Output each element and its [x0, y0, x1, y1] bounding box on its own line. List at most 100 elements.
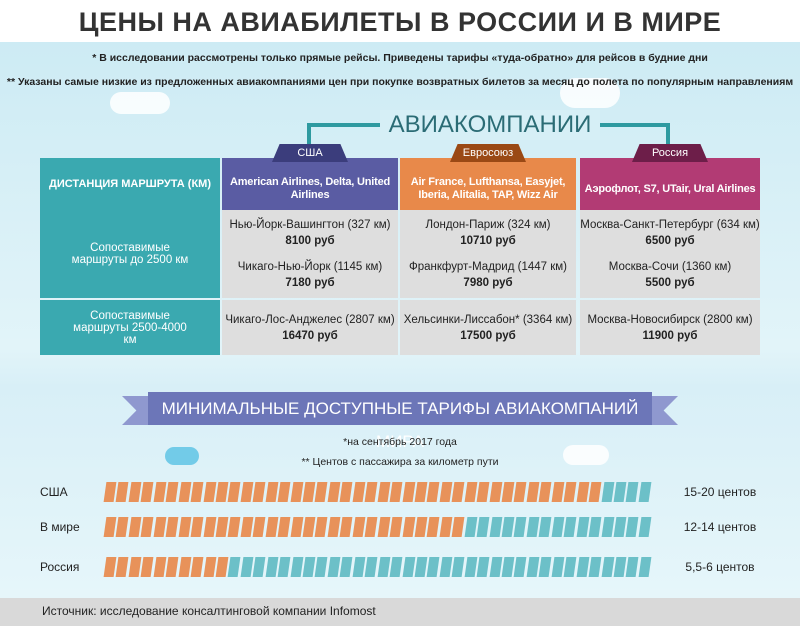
bar-segment-filled — [103, 482, 117, 502]
bar-segment-filled — [426, 517, 441, 537]
bar-segment-filled — [190, 557, 204, 577]
source-footer: Источник: исследование консалтинговой ко… — [0, 598, 800, 626]
bar-segment-filled — [128, 517, 142, 537]
airlines-heading: АВИАКОМПАНИИ — [380, 110, 600, 140]
bar-label: В мире — [40, 520, 80, 534]
bar-segment-empty — [464, 517, 478, 537]
bar-label: США — [40, 485, 68, 499]
bar-segment-filled — [364, 482, 379, 502]
bar-segment-filled — [464, 482, 478, 502]
routes-short-cell: Нью-Йорк-Вашингтон (327 км)8100 руб Чика… — [222, 210, 398, 298]
bar-segment-filled — [451, 517, 466, 537]
bar-segment-empty — [290, 557, 304, 577]
bar-segment-filled — [165, 517, 180, 537]
bar-segment-empty — [625, 482, 640, 502]
bar-segment-empty — [638, 517, 652, 537]
chart-title-ribbon: МИНИМАЛЬНЫЕ ДОСТУПНЫЕ ТАРИФЫ АВИАКОМПАНИ… — [148, 392, 652, 451]
bar-segment-filled — [178, 557, 192, 577]
bar-segment-empty — [576, 557, 590, 577]
bar-segment-filled — [165, 482, 180, 502]
bar-segment-filled — [315, 482, 329, 502]
route: Москва-Новосибирск (2800 км) — [587, 313, 753, 326]
bar-segment-empty — [563, 557, 578, 577]
bar-segment-empty — [613, 482, 627, 502]
bar-segment-empty — [464, 557, 478, 577]
bar-segment-empty — [315, 557, 329, 577]
bar-segment-filled — [402, 482, 416, 502]
bar-segment-filled — [215, 517, 229, 537]
bar-segment-filled — [265, 517, 279, 537]
bar-segment-empty — [576, 517, 590, 537]
route: Франкфурт-Мадрид (1447 км) — [408, 261, 568, 273]
bar-segment-empty — [613, 517, 627, 537]
note-2: ** Указаны самые низкие из предложенных … — [6, 76, 794, 88]
bar-segment-filled — [153, 482, 167, 502]
bar-segment-filled — [103, 557, 117, 577]
bar-segment-empty — [601, 557, 615, 577]
bar-segment-empty — [240, 557, 254, 577]
bar-segment-empty — [638, 557, 652, 577]
bar-segment-filled — [377, 482, 391, 502]
bar-segment-empty — [601, 517, 615, 537]
bar-segment-empty — [227, 557, 242, 577]
bar-segment-filled — [165, 557, 180, 577]
distance-header: ДИСТАНЦИЯ МАРШРУТА (КМ) — [40, 158, 220, 210]
cloud-icon — [560, 78, 620, 108]
bar-segment-filled — [588, 482, 602, 502]
route: Чикаго-Лос-Анджелес (2807 км) — [225, 313, 395, 326]
bar-segment-filled — [252, 482, 267, 502]
bar-segment-filled — [277, 482, 291, 502]
bar-segment-empty — [252, 557, 267, 577]
bar-segment-filled — [451, 482, 466, 502]
bar-segment-empty — [389, 557, 403, 577]
bar-segment-empty — [514, 557, 528, 577]
bar-segment-empty — [377, 557, 391, 577]
routes-short-cell: Лондон-Париж (324 км)10710 руб Франкфурт… — [400, 210, 576, 298]
price: 6500 руб — [645, 235, 695, 247]
bar-segment-filled — [426, 482, 441, 502]
bar-segment-filled — [116, 517, 130, 537]
bar-segment-empty — [414, 557, 428, 577]
bar-segment-filled — [203, 517, 217, 537]
bar-segment-filled — [315, 517, 329, 537]
airlines-header: Аэрофлот, S7, UTair, Ural Airlines — [580, 158, 760, 210]
bar-segment-filled — [227, 482, 242, 502]
price: 10710 руб — [460, 235, 516, 247]
bar-segment-filled — [203, 557, 217, 577]
bar-segment-filled — [116, 557, 130, 577]
bar-segment-filled — [215, 482, 229, 502]
airlines-header: Air France, Lufthansa, Easyjet, Iberia, … — [400, 158, 576, 210]
bar-segment-filled — [389, 517, 403, 537]
bar-segment-empty — [476, 557, 490, 577]
bar-segment-empty — [426, 557, 441, 577]
bar-segment-empty — [625, 557, 640, 577]
bar-segment-filled — [153, 517, 167, 537]
bar-segment-filled — [538, 482, 553, 502]
bar-segment-filled — [116, 482, 130, 502]
bar — [103, 517, 652, 537]
bar-segment-empty — [526, 517, 540, 537]
bar-segment-filled — [103, 517, 117, 537]
bar-segment-filled — [265, 482, 279, 502]
bar-segment-empty — [339, 557, 354, 577]
bar-segment-empty — [538, 517, 553, 537]
routes-long-cell: Чикаго-Лос-Анджелес (2807 км)16470 руб — [222, 300, 398, 355]
bar-segment-empty — [625, 517, 640, 537]
bar-segment-filled — [339, 482, 354, 502]
airlines-header: American Airlines, Delta, United Airline… — [222, 158, 398, 210]
row-label-short: Сопоставимые маршруты до 2500 км — [40, 210, 220, 298]
bar-segment-empty — [302, 557, 316, 577]
bar-segment-empty — [538, 557, 553, 577]
bar — [103, 482, 652, 502]
bar-value-label: 15-20 центов — [683, 485, 757, 499]
bar-segment-filled — [178, 517, 192, 537]
bar-segment-filled — [240, 482, 254, 502]
cloud-icon — [563, 445, 609, 465]
bar-segment-filled — [140, 557, 155, 577]
bar-segment-empty — [501, 517, 515, 537]
bar-segment-filled — [140, 482, 155, 502]
bar-segment-filled — [302, 517, 316, 537]
route: Хельсинки-Лиссабон* (3364 км) — [403, 313, 573, 326]
bar-segment-empty — [402, 557, 416, 577]
bar-segment-empty — [588, 517, 602, 537]
